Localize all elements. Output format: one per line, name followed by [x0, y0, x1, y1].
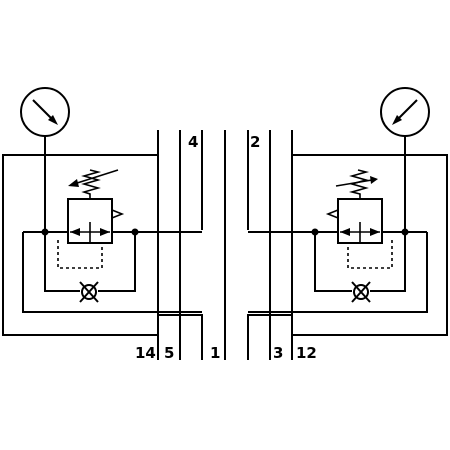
pressure-gauge-icon — [380, 87, 430, 232]
port-label-4: 4 — [188, 133, 198, 151]
pressure-gauge-icon — [20, 87, 70, 232]
check-valve-icon — [79, 281, 99, 303]
spring-icon — [68, 169, 119, 199]
left-feedback-line — [22, 232, 202, 313]
left-unit — [20, 87, 202, 313]
right-unit — [248, 87, 430, 313]
port-label-14: 14 — [135, 344, 156, 362]
port-label-3: 3 — [273, 344, 283, 362]
port-label-12: 12 — [296, 344, 317, 362]
port-label-1: 1 — [210, 344, 220, 362]
right-feedback-line — [248, 232, 428, 313]
port-label-2: 2 — [250, 133, 260, 151]
port-label-5: 5 — [164, 344, 174, 362]
spring-icon — [335, 169, 378, 199]
check-valve-icon — [351, 281, 371, 303]
